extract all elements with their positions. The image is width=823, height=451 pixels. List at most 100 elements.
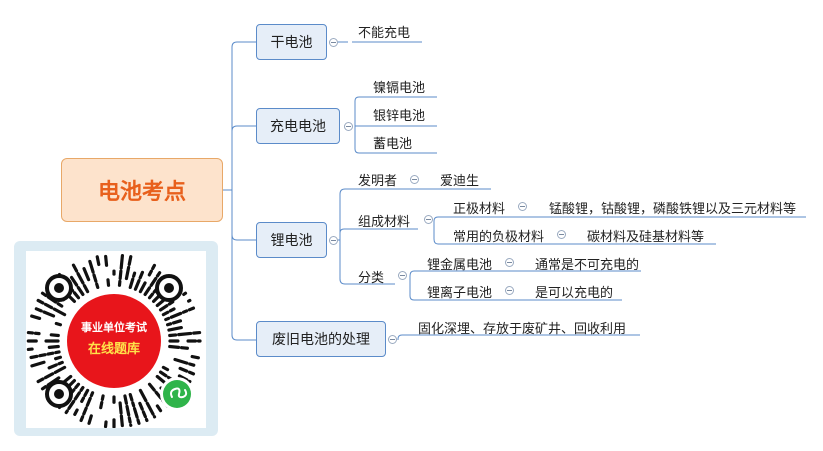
- qr-dot: [72, 291, 81, 300]
- qr-dot: [192, 330, 202, 335]
- qr-dot: [168, 344, 181, 349]
- lithium-metal-value: 通常是不可充电的: [535, 258, 640, 273]
- qr-dot: [177, 331, 193, 337]
- qr-dot: [88, 259, 95, 274]
- qr-dot: [40, 291, 48, 297]
- qr-dot: [124, 265, 131, 281]
- lithium-ion-label: 锂离子电池: [427, 286, 493, 301]
- qr-dot: [30, 314, 42, 321]
- qr-dot: [177, 374, 189, 382]
- qr-dot: [125, 404, 131, 417]
- qr-dot: [57, 360, 64, 366]
- waste-handling-value: 固化深埋、存放于废矿井、回收利用: [418, 322, 627, 337]
- qr-dot: [74, 382, 81, 390]
- node-dry-battery-label: 干电池: [270, 35, 313, 51]
- node-lithium-battery[interactable]: 锂电池: [256, 222, 327, 258]
- qr-dot: [82, 406, 88, 416]
- collapse-icon[interactable]: [388, 335, 397, 344]
- qr-dot: [147, 292, 154, 300]
- qr-dot: [89, 391, 95, 398]
- qr-dot: [132, 407, 139, 419]
- qr-dot: [36, 298, 45, 305]
- qr-dot: [119, 253, 125, 270]
- qr-dot: [54, 321, 63, 327]
- qr-dot: [54, 350, 61, 355]
- node-waste-battery[interactable]: 废旧电池的处理: [256, 321, 386, 357]
- qr-dot: [190, 354, 200, 360]
- qr-dot: [127, 255, 133, 267]
- qr-dot: [76, 272, 85, 285]
- qr-dot: [168, 333, 178, 338]
- qr-dot: [173, 357, 189, 365]
- collapse-icon[interactable]: [518, 202, 527, 211]
- qr-dot: [161, 310, 170, 317]
- classify-label: 分类: [358, 271, 385, 286]
- qr-dot: [38, 353, 47, 358]
- qr-dot: [133, 279, 141, 291]
- mini-program-qr-code[interactable]: [26, 251, 206, 428]
- qr-dot: [158, 304, 169, 312]
- qr-dot: [36, 377, 45, 384]
- node-rechargeable-battery[interactable]: 充电电池: [256, 108, 340, 144]
- lithium-ion-value: 是可以充电的: [535, 286, 614, 301]
- qr-finder-eye: [155, 274, 183, 302]
- leaf-dry-cannot-charge: 不能充电: [358, 26, 411, 41]
- node-rechargeable-label: 充电电池: [270, 119, 326, 135]
- qr-dot: [138, 270, 145, 280]
- qr-dot: [67, 378, 77, 388]
- lithium-metal-label: 锂金属电池: [427, 258, 493, 273]
- qr-dot: [138, 281, 147, 294]
- qr-dot: [187, 306, 196, 312]
- negative-material-value: 碳材料及硅基材料等: [587, 230, 705, 245]
- qr-dot: [179, 346, 189, 350]
- qr-dot: [79, 385, 85, 392]
- qr-dot: [47, 363, 58, 370]
- collapse-icon[interactable]: [329, 38, 338, 47]
- root-label: 电池考点: [97, 180, 186, 205]
- qr-dot: [155, 271, 162, 278]
- qr-dot: [40, 385, 48, 391]
- qr-dot: [30, 360, 46, 368]
- qr-dot: [64, 409, 69, 415]
- qr-dot: [161, 365, 170, 372]
- qr-dot: [46, 351, 55, 356]
- materials-label: 组成材料: [358, 215, 411, 230]
- qr-dot: [79, 415, 85, 423]
- qr-dot: [128, 277, 135, 290]
- collapse-icon[interactable]: [398, 271, 407, 280]
- qr-dot: [147, 269, 153, 277]
- qr-dot: [128, 392, 134, 402]
- qr-dot: [100, 394, 105, 402]
- qr-dot: [182, 291, 188, 297]
- qr-dot: [155, 374, 166, 384]
- qr-dot: [164, 316, 171, 322]
- qr-dot: [168, 307, 176, 313]
- qr-dot: [138, 401, 144, 411]
- qr-dot: [29, 354, 39, 360]
- collapse-icon[interactable]: [505, 286, 514, 295]
- collapse-icon[interactable]: [344, 122, 353, 131]
- qr-dot: [132, 271, 137, 278]
- qr-dot: [82, 267, 91, 282]
- qr-dot: [178, 366, 189, 373]
- inventor-label: 发明者: [358, 174, 398, 189]
- qr-dot: [69, 275, 79, 287]
- qr-dot: [119, 414, 124, 428]
- qr-dot: [136, 418, 141, 425]
- root-node[interactable]: 电池考点: [61, 158, 223, 222]
- leaf-nickel-cadmium: 镍镉电池: [373, 81, 426, 96]
- collapse-icon[interactable]: [557, 230, 566, 239]
- node-dry-battery[interactable]: 干电池: [256, 24, 327, 60]
- collapse-icon[interactable]: [505, 258, 514, 267]
- inventor-value: 爱迪生: [440, 174, 480, 189]
- qr-dot: [43, 302, 54, 310]
- qr-badge-line-1: 事业单位考试: [81, 321, 147, 334]
- qr-dot: [127, 416, 132, 424]
- collapse-icon[interactable]: [329, 236, 338, 245]
- collapse-icon[interactable]: [410, 175, 419, 184]
- qr-dot: [138, 388, 148, 403]
- collapse-icon[interactable]: [424, 215, 433, 224]
- qr-dot: [145, 401, 155, 416]
- qr-dot: [151, 294, 161, 304]
- qr-dot: [95, 282, 100, 290]
